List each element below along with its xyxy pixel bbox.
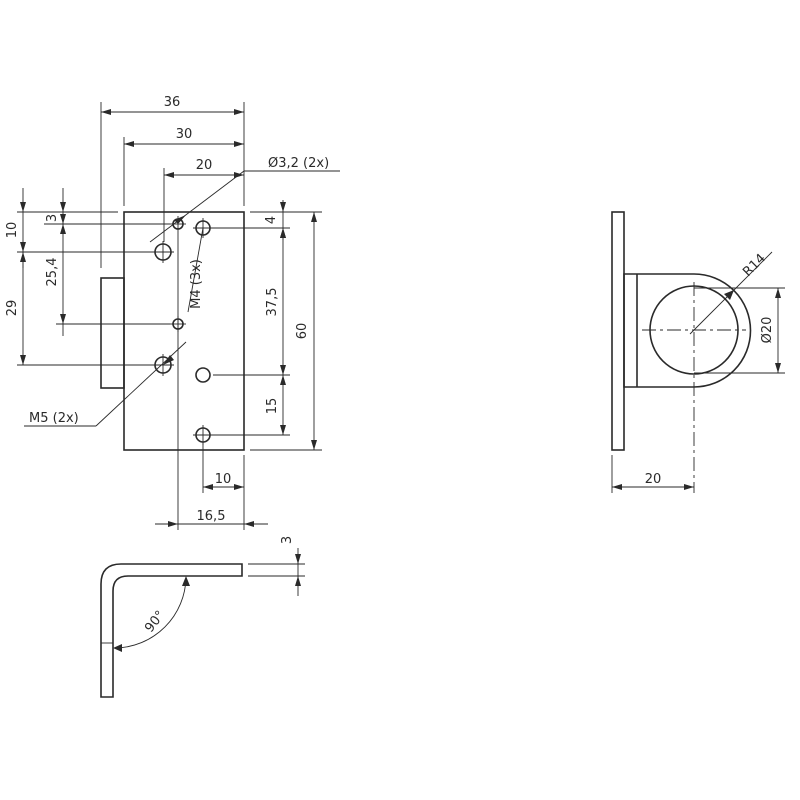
diameter-arrow-top [775, 288, 781, 298]
side-view: R14 Ø20 20 [611, 211, 785, 493]
dim-height-15: 15 [265, 398, 280, 415]
dim-spacing-10: 10 [215, 472, 232, 487]
dim-height-29: 29 [5, 300, 20, 317]
side-width-arrow-right [684, 484, 694, 490]
front-plate-outline [123, 211, 245, 451]
note-thread-m4: M4 (3x) [189, 259, 204, 309]
dim-height-37-5: 37,5 [265, 288, 280, 317]
front-view: 36 30 20 Ø3,2 (2x) 3 10 25,4 29 [5, 95, 340, 530]
dim-thickness-3: 3 [280, 536, 295, 544]
dim-width-20: 20 [196, 158, 213, 173]
dim-offset-4: 4 [264, 216, 279, 224]
dim-spacing-16-5: 16,5 [197, 509, 226, 524]
front-flange-strip [100, 277, 125, 389]
note-angle-90: 90° [142, 608, 168, 635]
side-lug-outline [623, 273, 752, 388]
front-top-dimensions [101, 109, 244, 178]
angle-arc [115, 577, 187, 649]
front-bottom-dims [155, 455, 268, 530]
side-width-arrow-left [612, 484, 622, 490]
front-right-dims [280, 200, 317, 450]
angle-arrow-top [182, 576, 190, 586]
dim-offset-3: 3 [45, 214, 60, 222]
bracket-l-profile [100, 563, 243, 698]
front-extension-lines-vertical [100, 102, 245, 530]
hole-m4-middle [195, 367, 211, 383]
dim-width-30: 30 [176, 127, 193, 142]
dim-side-width-20: 20 [645, 472, 662, 487]
thread-m4-leader [187, 227, 204, 313]
dim-height-60: 60 [295, 323, 310, 340]
dim-width-36: 36 [164, 95, 181, 110]
bottom-view: 90° 3 [100, 536, 305, 698]
note-radius-r14: R14 [740, 251, 769, 280]
front-left-small-dims [20, 188, 66, 365]
angle-arrow-bottom [113, 644, 122, 652]
dim-height-10: 10 [5, 222, 20, 239]
note-thread-m5: M5 (2x) [29, 411, 79, 426]
thickness-arrow-top [295, 554, 301, 564]
side-flange [611, 211, 625, 451]
front-hole-centerlines [152, 216, 213, 445]
diameter-arrow-bottom [775, 363, 781, 373]
front-extension-lines-horizontal [17, 211, 322, 451]
hole-d32-leader [149, 170, 340, 243]
dim-height-25-4: 25,4 [45, 258, 60, 287]
thickness-arrow-bottom [295, 576, 301, 586]
thread-m5-leader [24, 341, 187, 427]
dim-diameter-20: Ø20 [760, 317, 775, 344]
radius-arrow [724, 290, 734, 300]
note-hole-d32: Ø3,2 (2x) [268, 156, 329, 171]
